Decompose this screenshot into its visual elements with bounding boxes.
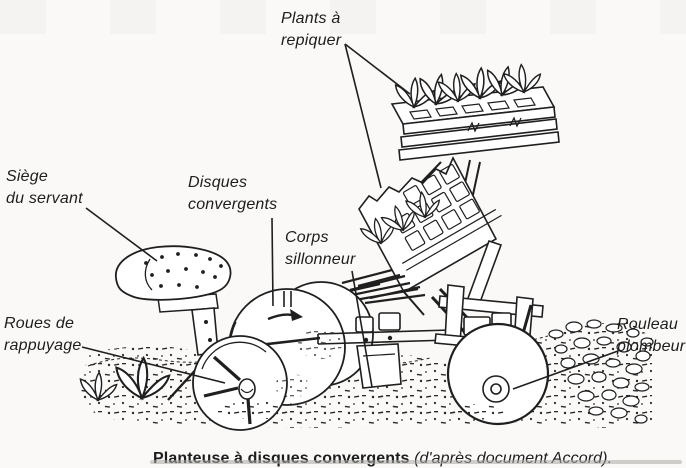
packing-roller xyxy=(446,322,550,426)
rocks xyxy=(548,319,654,424)
label-siege-du-servant: Siège du servant xyxy=(6,168,83,207)
leader-lines xyxy=(81,43,619,390)
packing-roller-assembly xyxy=(430,239,550,426)
label-disques-convergents: Disques convergents xyxy=(188,174,278,213)
leader-furrower xyxy=(351,270,373,388)
leader-press-wheels xyxy=(81,346,226,384)
caption-title: Planteuse à disques convergents xyxy=(153,450,410,467)
caption-source: (d'après document Accord). xyxy=(409,450,613,467)
chute-cells xyxy=(394,164,502,271)
seedling-trays xyxy=(390,86,560,247)
label-corps-sillonneur: Corps sillonneur xyxy=(285,229,356,268)
leader-discs xyxy=(271,217,274,307)
plant-bundle xyxy=(341,268,426,305)
label-plants-a-repiquer: Plants à repiquer xyxy=(281,10,342,49)
leader-plants-chute xyxy=(344,43,382,189)
transfer-chute xyxy=(341,156,502,316)
operator-seat xyxy=(115,245,321,401)
scan-artifact-bottom xyxy=(150,460,682,464)
leader-roller xyxy=(512,350,619,390)
rotation-arrow xyxy=(267,309,303,321)
label-roues-de-rappuyage: Roues de rappuyage xyxy=(4,315,82,354)
leader-seat xyxy=(85,207,158,262)
label-rouleau-plombeur: Rouleau plombeur xyxy=(617,316,686,355)
figure-caption: Planteuse à disques convergents (d'après… xyxy=(153,450,612,468)
leader-plants-top xyxy=(344,43,411,95)
furrow-opener xyxy=(317,312,451,389)
soil-spray xyxy=(215,329,505,420)
seat-perforations xyxy=(144,252,223,289)
tray-cells xyxy=(409,97,536,120)
